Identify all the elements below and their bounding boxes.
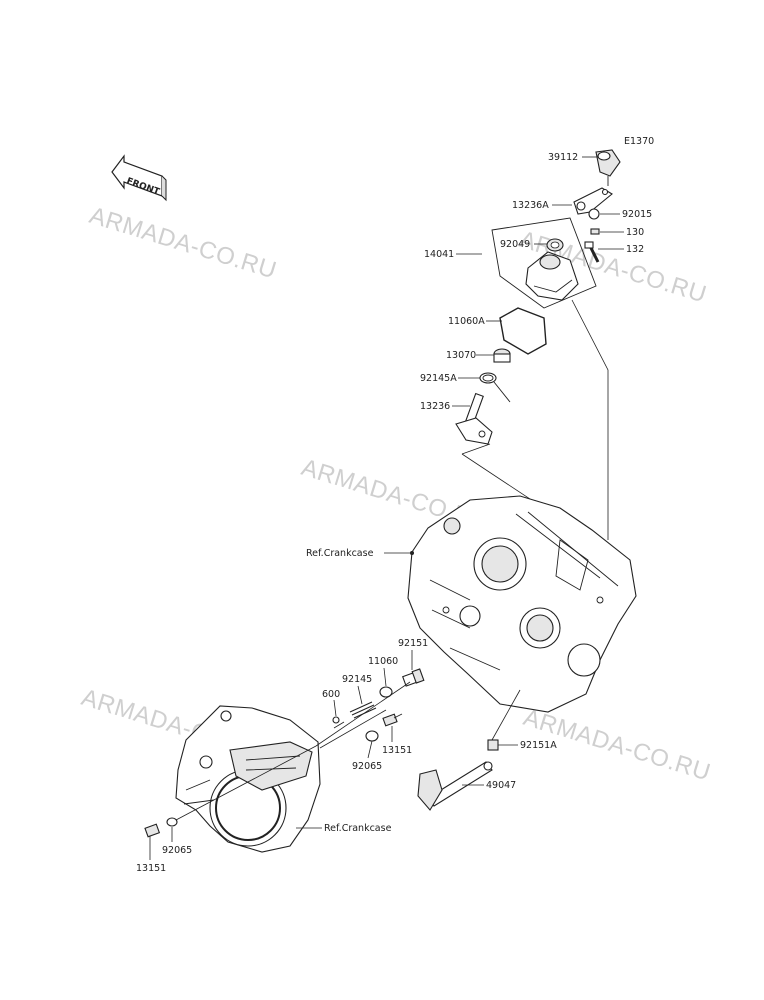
part-11060 bbox=[379, 686, 393, 698]
callout-13236: 13236 bbox=[420, 401, 450, 412]
diagram-code: E1370 bbox=[624, 136, 654, 147]
crankcase-upper bbox=[407, 495, 637, 713]
part-92151A bbox=[487, 739, 499, 751]
callout-13236A: 13236A bbox=[512, 200, 549, 211]
part-13151-low bbox=[144, 823, 161, 838]
callout-92015: 92015 bbox=[622, 209, 652, 220]
crankcase-lower bbox=[175, 705, 321, 853]
part-92145 bbox=[349, 701, 377, 719]
part-92065-low bbox=[166, 817, 178, 827]
callout-92065-mid: 92065 bbox=[352, 761, 382, 772]
part-132 bbox=[584, 241, 600, 263]
part-600 bbox=[332, 716, 340, 724]
part-49047 bbox=[417, 761, 493, 811]
callout-600: 600 bbox=[322, 689, 340, 700]
leader-mid-assembly bbox=[175, 681, 411, 821]
callout-13151-mid: 13151 bbox=[382, 745, 412, 756]
callout-11060: 11060 bbox=[368, 656, 398, 667]
part-92065-mid bbox=[365, 730, 379, 742]
callout-130: 130 bbox=[626, 227, 644, 238]
callouts: 39112 13236A 92015 130 92049 132 14041 1… bbox=[136, 152, 652, 874]
callout-13070: 13070 bbox=[446, 350, 476, 361]
callout-92049: 92049 bbox=[500, 239, 530, 250]
callout-39112: 39112 bbox=[548, 152, 578, 163]
callout-ref-crankcase-lower: Ref.Crankcase bbox=[324, 823, 392, 834]
group-14041-box bbox=[491, 217, 597, 309]
callout-11060A: 11060A bbox=[448, 316, 485, 327]
watermark-1: ARMADA-CO.RU bbox=[86, 202, 279, 285]
part-11060A bbox=[499, 307, 547, 355]
callout-14041: 14041 bbox=[424, 249, 454, 260]
part-13236 bbox=[455, 392, 493, 445]
callout-92151: 92151 bbox=[398, 638, 428, 649]
callout-49047: 49047 bbox=[486, 780, 516, 791]
callout-92145A: 92145A bbox=[420, 373, 457, 384]
callout-ref-crankcase-upper: Ref.Crankcase bbox=[306, 548, 374, 559]
callout-92145: 92145 bbox=[342, 674, 372, 685]
part-14041-cover bbox=[525, 251, 579, 301]
part-13236A bbox=[573, 187, 613, 215]
front-arrow-icon: FRONT bbox=[111, 154, 167, 202]
part-13070 bbox=[493, 348, 511, 363]
part-92015 bbox=[588, 208, 600, 220]
part-130 bbox=[590, 228, 600, 235]
part-92145A bbox=[479, 372, 511, 403]
part-39112 bbox=[595, 149, 621, 186]
callout-13151-low: 13151 bbox=[136, 863, 166, 874]
part-13151-mid bbox=[382, 713, 403, 727]
callout-92065-low: 92065 bbox=[162, 845, 192, 856]
callout-92151A: 92151A bbox=[520, 740, 557, 751]
callout-132: 132 bbox=[626, 244, 644, 255]
leader-92151A bbox=[491, 689, 521, 741]
part-92151 bbox=[402, 668, 425, 687]
